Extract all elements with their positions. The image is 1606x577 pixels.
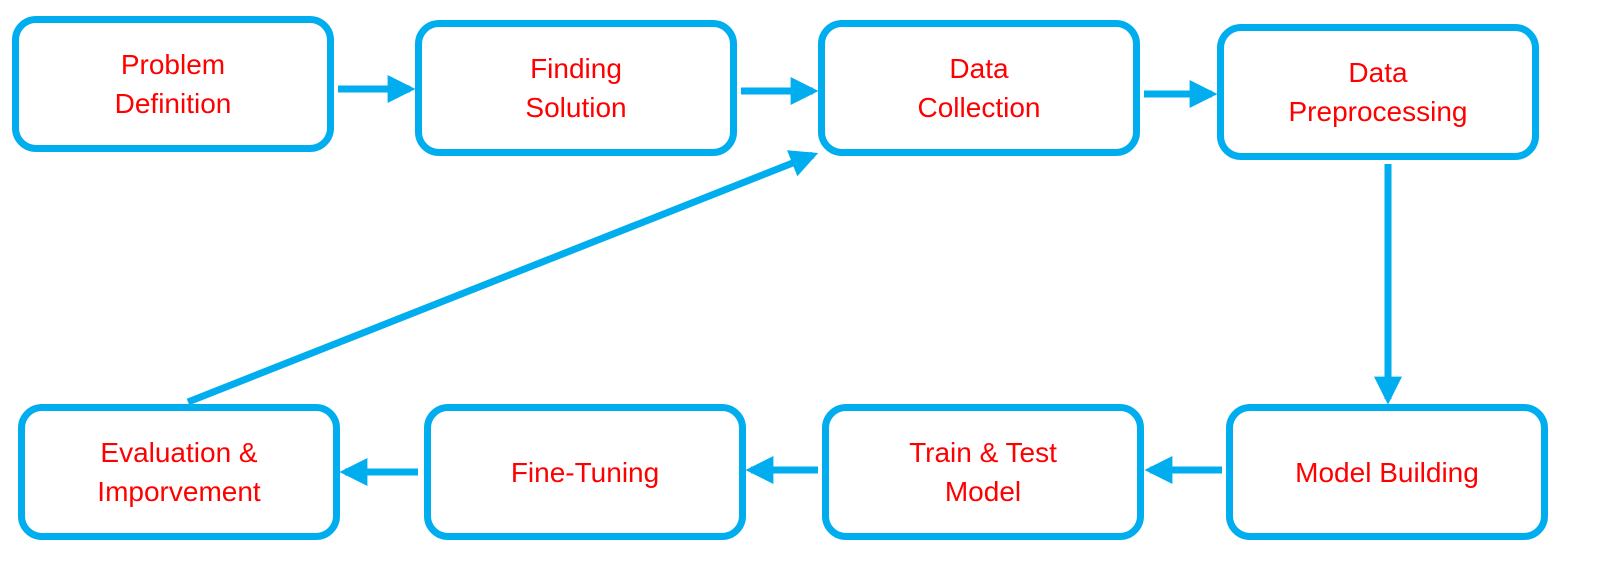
node-train-test-model: Train & Test Model xyxy=(822,404,1144,540)
node-label: Problem Definition xyxy=(114,49,232,119)
node-label: Data Preprocessing xyxy=(1288,57,1468,127)
node-problem-definition: Problem Definition xyxy=(12,16,334,152)
node-data-preprocessing: Data Preprocessing xyxy=(1217,24,1539,160)
node-evaluation-improvement: Evaluation & Imporvement xyxy=(18,404,340,540)
node-model-building: Model Building xyxy=(1226,404,1548,540)
node-label: Fine-Tuning xyxy=(510,456,660,488)
node-fine-tuning: Fine-Tuning xyxy=(424,404,746,540)
node-label: Model Building xyxy=(1295,456,1479,488)
node-label: Finding Solution xyxy=(525,53,627,123)
arrow-evaluation-to-collection xyxy=(186,150,819,406)
node-data-collection: Data Collection xyxy=(818,20,1140,156)
node-finding-solution: Finding Solution xyxy=(415,20,737,156)
node-label: Evaluation & Imporvement xyxy=(97,437,261,507)
node-label: Train & Test Model xyxy=(909,437,1057,507)
node-label: Data Collection xyxy=(917,53,1041,123)
